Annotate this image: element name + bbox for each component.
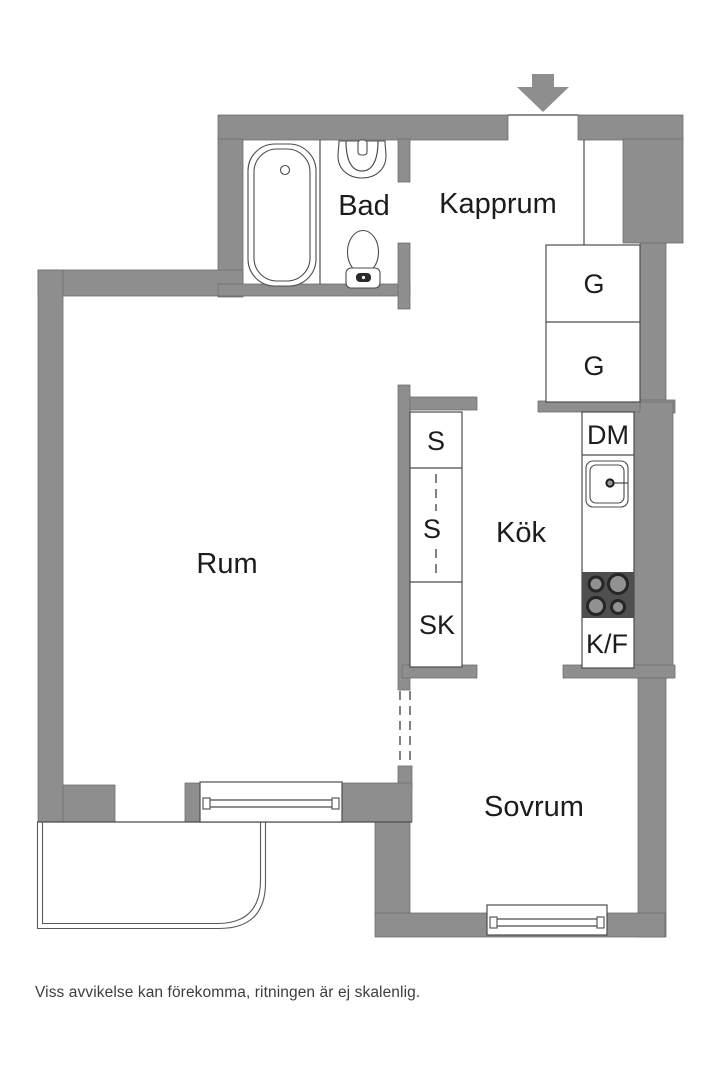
walls bbox=[37, 114, 684, 938]
cabinet-s2-label: S bbox=[423, 514, 441, 544]
floorplan-drawing: G G S S SK DM bbox=[36, 74, 684, 938]
toilet-icon bbox=[345, 229, 381, 289]
window-rum bbox=[199, 781, 343, 823]
cabinet-s1-label: S bbox=[427, 426, 445, 456]
room-label-kok: Kök bbox=[496, 517, 546, 549]
wall-top-left bbox=[217, 114, 509, 141]
cabinet-sk-label: SK bbox=[419, 610, 455, 640]
wall-right-block bbox=[622, 138, 684, 244]
wall-rum-bottom-step bbox=[62, 784, 116, 823]
closet-g: G G bbox=[545, 244, 641, 403]
kitchen-sink-icon bbox=[585, 460, 629, 508]
fridge-freezer-label: K/F bbox=[586, 629, 628, 659]
wall-rum-bottom-right bbox=[341, 782, 413, 823]
bathroom-sink-icon bbox=[337, 139, 387, 179]
wall-bad-bottom bbox=[217, 283, 411, 297]
wall-s-stub-top bbox=[409, 396, 478, 411]
wall-top-right bbox=[577, 114, 684, 141]
kitchen-counter: DM K/F bbox=[581, 411, 635, 669]
wall-bad-right-upper bbox=[397, 138, 411, 183]
window-sovrum bbox=[486, 904, 608, 936]
bathtub-icon bbox=[247, 143, 317, 287]
closet-g1-label: G bbox=[583, 269, 604, 299]
room-label-rum: Rum bbox=[196, 548, 257, 580]
wall-bad-right-lower bbox=[397, 242, 411, 310]
room-label-sovrum: Sovrum bbox=[484, 791, 584, 823]
closet-g2-label: G bbox=[583, 351, 604, 381]
wall-right-sovrum bbox=[637, 677, 667, 938]
wall-right-kitchen bbox=[633, 401, 674, 679]
cabinet-column-s: S S SK bbox=[409, 411, 463, 668]
wall-s-column bbox=[397, 384, 411, 691]
wall-right-upper bbox=[639, 242, 667, 404]
wall-under-g bbox=[537, 400, 641, 413]
wall-left bbox=[37, 269, 64, 823]
stove-icon bbox=[582, 572, 634, 618]
room-label-kapprum: Kapprum bbox=[439, 188, 557, 220]
wall-rum-top bbox=[37, 269, 244, 297]
balcony-railing bbox=[36, 822, 267, 930]
entrance-arrow-icon bbox=[517, 74, 569, 112]
disclaimer-text: Viss avvikelse kan förekomma, ritningen … bbox=[35, 984, 421, 1001]
room-label-bad: Bad bbox=[338, 190, 390, 222]
dishwasher-label: DM bbox=[587, 420, 629, 450]
